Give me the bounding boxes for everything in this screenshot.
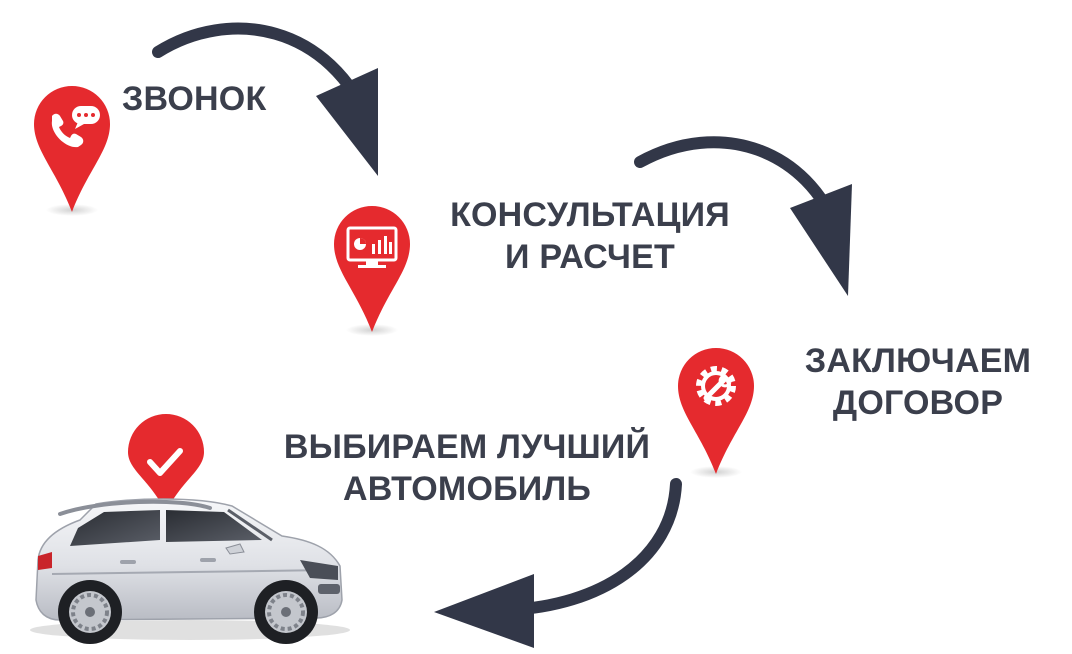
monitor-chart-icon (346, 226, 398, 268)
step-label-consultation: КОНСУЛЬТАЦИЯ И РАСЧЕТ (440, 194, 740, 278)
step-label-line: ДОГОВОР (832, 384, 1004, 422)
checkmark-icon (147, 448, 183, 476)
flow-arrow-3 (434, 478, 682, 648)
gear-wrench-icon (696, 366, 736, 406)
step-label-line: ЗАКЛЮЧАЕМ (804, 342, 1032, 380)
step-label-line: И РАСЧЕТ (505, 238, 675, 276)
step-label-line: АВТОМОБИЛЬ (342, 470, 592, 508)
white-suv-car (30, 498, 350, 644)
step-label-line: ВЫБИРАЕМ ЛУЧШИЙ (283, 428, 651, 466)
step-label-line: КОНСУЛЬТАЦИЯ (450, 196, 730, 234)
flow-arrow-2 (634, 136, 852, 296)
map-pin-step3 (678, 348, 754, 478)
map-pin-step1 (34, 86, 110, 216)
phone-chat-icon (51, 106, 100, 148)
wheel-rear (58, 580, 122, 644)
step-label-line: ЗВОНОК (122, 80, 267, 118)
step-label-contract: ЗАКЛЮЧАЕМ ДОГОВОР (788, 340, 1048, 424)
flow-arrow-1 (152, 22, 378, 176)
map-pin-step2 (334, 206, 410, 336)
step-label-call: ЗВОНОК (122, 78, 266, 120)
wheel-front (254, 580, 318, 644)
step-label-choose-car: ВЫБИРАЕМ ЛУЧШИЙ АВТОМОБИЛЬ (272, 426, 662, 510)
map-pin-step4 (128, 414, 204, 512)
